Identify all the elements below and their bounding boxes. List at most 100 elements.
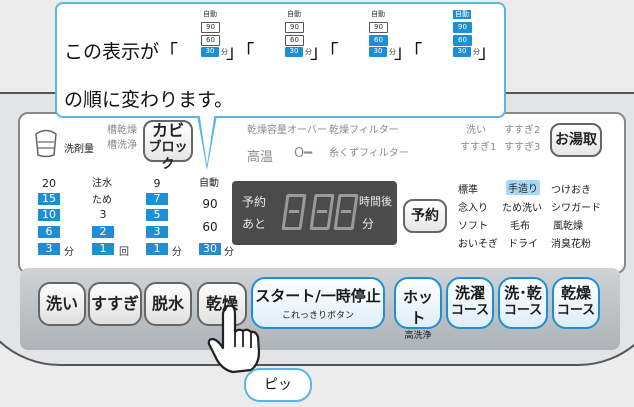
wash-dry-course-label: 洗･乾 xyxy=(504,284,542,302)
callout-sep-1: 」「 xyxy=(226,41,255,63)
reserve-button[interactable]: 予約 xyxy=(403,199,447,233)
wash-button[interactable]: 洗い xyxy=(38,282,86,326)
rinse-2: 2 xyxy=(92,226,114,238)
hot-button[interactable]: ホット 高洗浄 xyxy=(394,277,442,341)
wash-unit: 分 xyxy=(64,247,74,258)
course-tub-wash: ため洗い xyxy=(502,203,542,214)
led-display: 予約 あと 時間後 分 xyxy=(232,181,397,245)
rinse1-label: すすぎ1 xyxy=(460,142,497,153)
course-dry-clean: ドライ xyxy=(508,239,538,250)
dry-course-button[interactable]: 乾燥 コース xyxy=(552,277,600,329)
frame-30: 30 xyxy=(285,47,303,57)
course-handmade: 手造り xyxy=(506,180,540,195)
frame-auto: 自動 xyxy=(371,10,385,18)
frame-auto: 自動 xyxy=(453,10,471,19)
hot-label: ホット xyxy=(402,288,433,327)
detergent-label: 洗剤量 xyxy=(64,144,94,155)
led-fun-label: 分 xyxy=(362,217,375,231)
hot-water-button[interactable]: お湯取 xyxy=(550,123,602,157)
frame-auto: 自動 xyxy=(287,10,301,18)
course-wrinkle: シワガード xyxy=(551,203,601,214)
frame-60: 60 xyxy=(453,35,472,46)
wash-20: 20 xyxy=(42,177,56,190)
rinse-tame-label: ため xyxy=(92,195,112,206)
tub-dry-label: 槽乾燥 xyxy=(107,125,137,136)
start-pause-button[interactable]: スタート/一時停止 これっきりボタン xyxy=(251,277,385,329)
lint-filter-label: 糸くずフィルター xyxy=(329,148,409,159)
led-ato-label: あと xyxy=(242,217,267,231)
callout-line1: この表示が「 xyxy=(64,41,179,63)
course-air-dry: 風乾燥 xyxy=(553,221,583,232)
rinse-3: 3 xyxy=(99,208,107,221)
spin-1: 1 xyxy=(146,243,168,255)
callout-sep-2: 」「 xyxy=(310,41,339,63)
spin-9: 9 xyxy=(153,177,161,190)
course-deodorize: 消臭花粉 xyxy=(551,239,591,250)
frame-auto: 自動 xyxy=(203,10,217,18)
rinse-button[interactable]: すすぎ xyxy=(88,282,142,326)
wash-course-button[interactable]: 洗濯 コース xyxy=(446,277,494,329)
dry-course-label: 乾燥 xyxy=(560,284,591,302)
block-label: ブロック xyxy=(148,140,188,172)
detergent-icon xyxy=(32,128,60,158)
callout-box xyxy=(55,2,506,118)
spin-5: 5 xyxy=(146,209,168,221)
led-digit-1 xyxy=(281,194,307,230)
callout-sep-4: 」 xyxy=(478,41,498,63)
wash-status-label: 洗い xyxy=(466,125,486,136)
frame-90: 90 xyxy=(285,22,304,33)
frame-90: 90 xyxy=(369,22,388,33)
dry-indicator-frame-3: 自動 90 60 30 分 xyxy=(369,10,403,68)
wash-course-sub: コース xyxy=(450,303,490,318)
course-careful: 念入り xyxy=(458,203,488,214)
hot-sub-label: 高洗浄 xyxy=(404,331,432,341)
dry-unit: 分 xyxy=(224,247,234,258)
dry-90: 90 xyxy=(202,197,218,211)
wash-3: 3 xyxy=(38,243,60,255)
course-standard: 標準 xyxy=(458,185,478,196)
dry-indicator-frame-1: 自動 90 60 30 分 xyxy=(201,10,235,68)
dry-filter-label: 乾燥フィルター xyxy=(329,125,399,136)
spin-button[interactable]: 脱水 xyxy=(144,282,192,326)
frame-unit: 分 xyxy=(473,48,480,56)
dry-over-label: 乾燥容量オーバー xyxy=(247,125,327,136)
high-temp-label: 高温 xyxy=(247,150,274,165)
course-blanket: 毛布 xyxy=(510,221,530,232)
start-label: スタート/一時停止 xyxy=(255,287,381,305)
led-jikango-label: 時間後 xyxy=(359,195,392,208)
led-digit-2 xyxy=(309,194,335,230)
rinse3-label: すすぎ3 xyxy=(504,142,541,153)
led-digit-3 xyxy=(333,194,359,230)
rinse-unit: 回 xyxy=(119,247,129,258)
kabi-block-button[interactable]: カビ ブロック xyxy=(143,120,193,172)
dry-30: 30 xyxy=(199,243,221,255)
dry-auto: 自動 xyxy=(199,178,219,189)
beep-bubble: ピッ xyxy=(244,368,312,402)
led-yoyaku-label: 予約 xyxy=(242,195,267,209)
rinse-1: 1 xyxy=(92,243,114,255)
spin-3: 3 xyxy=(146,226,168,238)
frame-unit: 分 xyxy=(389,48,396,56)
frame-unit: 分 xyxy=(305,48,312,56)
callout-sep-3: 」「 xyxy=(394,41,423,63)
frame-90: 90 xyxy=(201,22,220,33)
rinse2-label: すすぎ2 xyxy=(504,125,541,136)
key-icon: O━ xyxy=(294,146,313,161)
wash-dry-course-button[interactable]: 洗･乾 コース xyxy=(498,277,548,329)
frame-30: 30 xyxy=(453,47,471,57)
pointing-hand-icon xyxy=(205,302,265,374)
callout-line2: の順に変わります。 xyxy=(64,89,234,111)
wash-10: 10 xyxy=(38,209,60,221)
wash-15: 15 xyxy=(38,193,60,205)
callout-tail-inner xyxy=(199,111,215,165)
frame-unit: 分 xyxy=(221,48,228,56)
frame-60: 60 xyxy=(201,35,220,46)
frame-60: 60 xyxy=(369,35,388,46)
dry-course-sub: コース xyxy=(556,303,596,318)
wash-6: 6 xyxy=(38,226,60,238)
kabi-label: カビ xyxy=(151,121,184,140)
spin-unit: 分 xyxy=(172,247,182,258)
dry-60: 60 xyxy=(202,220,218,234)
frame-30: 30 xyxy=(369,47,387,57)
course-soak: つけおき xyxy=(551,185,591,196)
